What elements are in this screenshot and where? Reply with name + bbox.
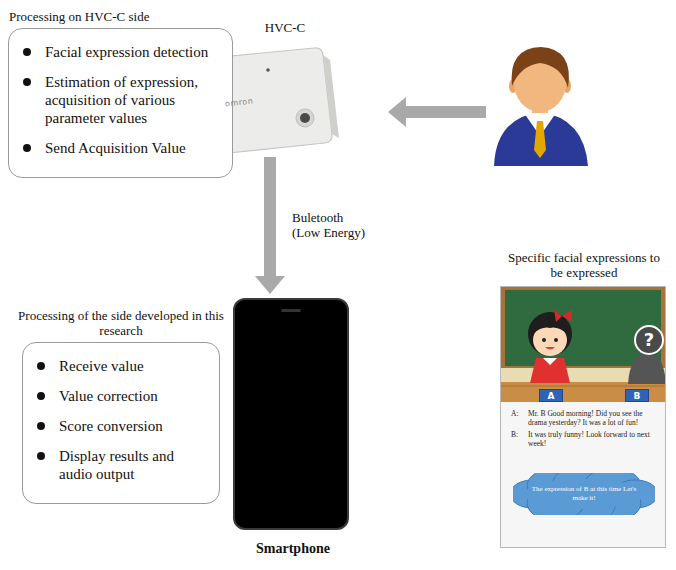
bullet-item: Send Acquisition Value <box>45 139 220 157</box>
bullet-item: Value correction <box>59 387 207 405</box>
device-node: HVC-Comron <box>205 48 345 153</box>
bullet-item: Estimation of expression, acquisition of… <box>45 73 220 127</box>
tag-letter: B <box>626 390 648 402</box>
logo-text: omron <box>225 97 254 109</box>
flow-arrow <box>255 157 285 294</box>
edge-label: Buletooth (Low Energy) <box>290 209 376 242</box>
game-screenshot <box>500 286 666 548</box>
speaker-tag: A <box>539 389 563 402</box>
question-circle: ? <box>634 325 664 355</box>
dialogue-line: Mr. B Good morning! Did you see the dram… <box>528 409 659 428</box>
question-mark: ? <box>636 327 662 353</box>
tag-letter: A <box>540 390 562 402</box>
cloud-text: The expression of B at this time Let's m… <box>530 485 638 503</box>
process-box: Processing of the side developed in this… <box>22 342 220 504</box>
node-heading: Processing of the side developed in this… <box>18 308 224 339</box>
process-box: Processing on HVC-C sideFacial expressio… <box>8 28 233 178</box>
node-heading: HVC-C <box>245 20 325 36</box>
bullet-item: Display results and audio output <box>59 447 207 483</box>
phone-speaker <box>235 304 347 324</box>
dialogue-line: It was truly funny! Look forward to next… <box>528 430 659 449</box>
dialogue-box: A:Mr. B Good morning! Did you see the dr… <box>507 407 663 451</box>
speaker-name: A: <box>511 409 525 428</box>
person-icon <box>494 47 588 166</box>
speaker-tag: B <box>625 389 649 402</box>
speech-cloud: The expression of B at this time Let's m… <box>513 473 655 515</box>
speaker-name: B: <box>511 430 525 449</box>
node-heading: Specific facial expressions to be expres… <box>505 250 663 281</box>
bullet-item: Receive value <box>59 357 207 375</box>
bullet-item: Facial expression detection <box>45 43 220 61</box>
bullet-item: Score conversion <box>59 417 207 435</box>
node-heading: Processing on HVC-C side <box>9 9 234 25</box>
screenshot-panel: Specific facial expressions to be expres… <box>500 286 666 548</box>
smartphone: Smartphone <box>233 298 349 530</box>
node-heading: Smartphone <box>215 541 371 558</box>
input-arrow <box>388 97 486 127</box>
